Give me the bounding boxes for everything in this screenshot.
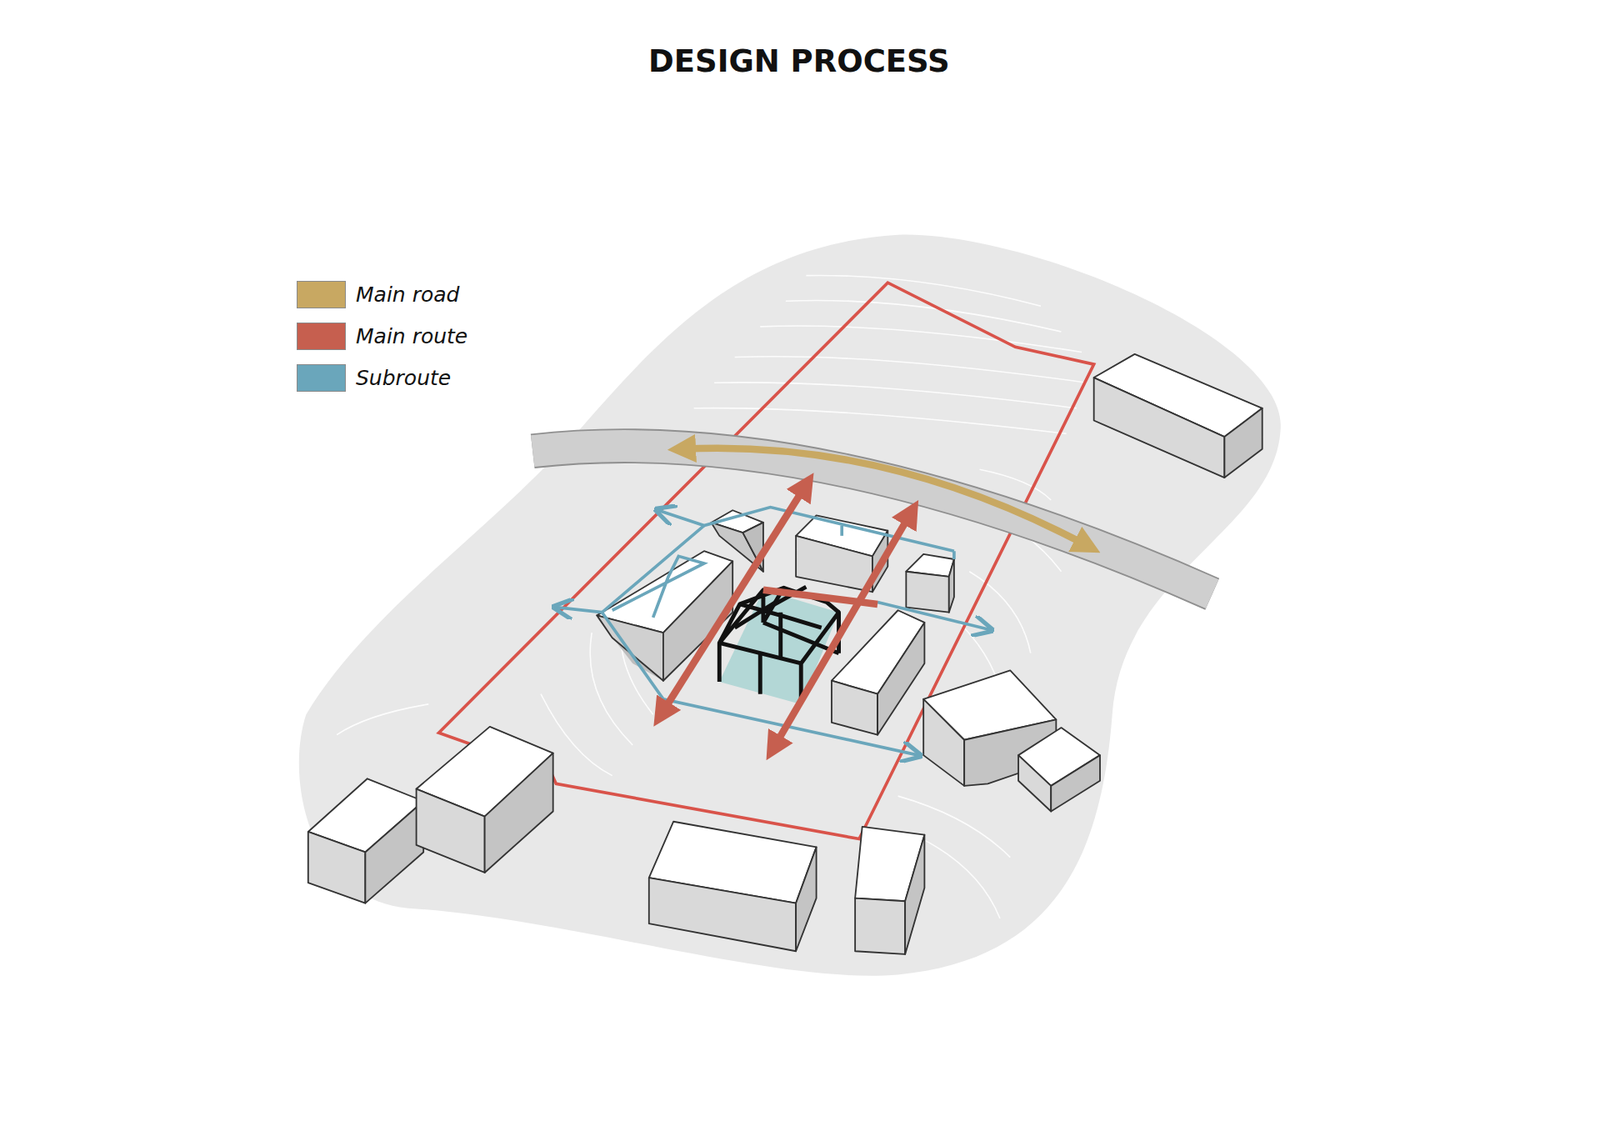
buildings [308, 354, 1263, 955]
legend-label: Main route [355, 324, 468, 349]
legend-swatch [296, 364, 346, 392]
legend-label: Subroute [355, 365, 451, 390]
legend-swatch [296, 280, 346, 309]
legend-label: Main road [355, 282, 460, 307]
main-routes [660, 485, 911, 749]
diagram-title: DESIGN PROCESS [648, 43, 950, 80]
legend-swatch [296, 322, 346, 350]
ground [299, 234, 1281, 975]
glass-pavilion [719, 586, 839, 705]
subroutes [555, 507, 990, 756]
contour-lines [336, 275, 1087, 919]
